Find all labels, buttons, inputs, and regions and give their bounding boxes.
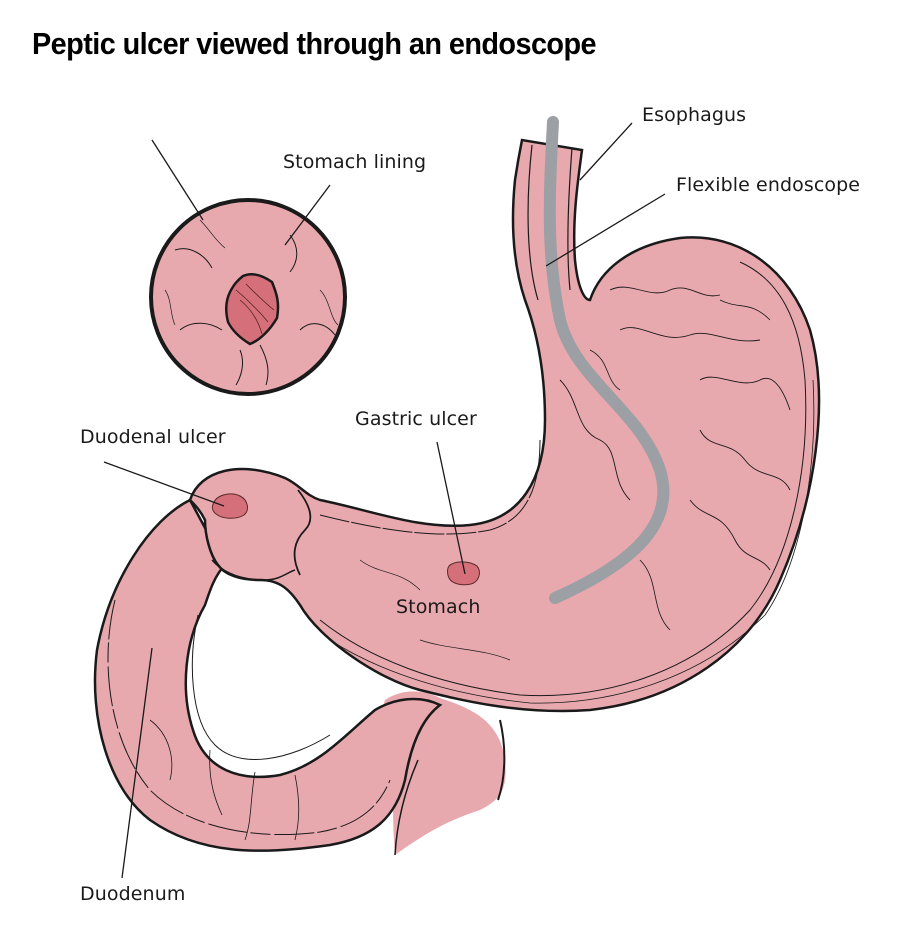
leader-line-gastric-ulcer	[436, 441, 466, 575]
leader-line-esophagus	[579, 122, 633, 181]
leader-line-circle	[151, 139, 204, 221]
duodenum-shape	[93, 498, 443, 852]
leader-line-endoscope	[545, 193, 666, 267]
duodenal-ulcer-shape	[211, 493, 248, 519]
diagram-title: Peptic ulcer viewed through an endoscope	[32, 26, 597, 61]
label-gastric-ulcer: Gastric ulcer	[355, 408, 477, 430]
label-duodenal-ulcer: Duodenal ulcer	[80, 426, 226, 448]
leader-line-duodenum	[121, 647, 153, 879]
label-stomach-lining: Stomach lining	[283, 151, 427, 173]
gastric-ulcer-shape	[447, 561, 480, 586]
lumen-opening	[225, 273, 280, 346]
label-stomach: Stomach	[396, 596, 481, 618]
leader-line-stomach-lining	[284, 184, 331, 246]
label-flexible-endoscope: Flexible endoscope	[676, 174, 861, 196]
leader-line-duodenal-ulcer	[103, 461, 225, 507]
stomach-shape	[188, 138, 821, 713]
endoscope-tube	[543, 116, 670, 604]
label-duodenum: Duodenum	[80, 883, 186, 905]
label-esophagus: Esophagus	[642, 104, 747, 126]
